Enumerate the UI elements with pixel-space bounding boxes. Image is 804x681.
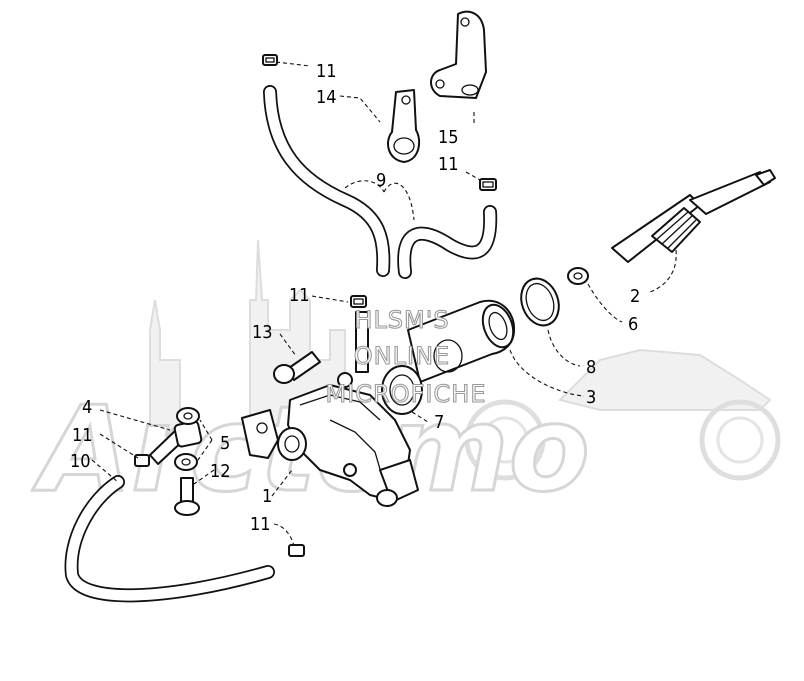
watermark-wheel-right [699,399,781,481]
watermark-wheel-left-inner [481,416,529,464]
callout-10: 10 [70,451,91,472]
callout-9: 9 [376,170,386,191]
washer-5-upper [176,407,200,425]
callout-11: 11 [72,425,93,446]
watermark-skyline [249,239,346,431]
watermark-wheel-right-inner [716,416,764,464]
watermark-line2: ONLINE [354,342,450,370]
watermark-overlay: HLSM'S ONLINE MICROFICHE [325,305,487,408]
callout-1: 1 [262,486,272,507]
hose-9-upper [263,85,391,277]
watermark-line3: MICROFICHE [326,380,487,408]
callout-13: 13 [252,322,273,343]
seal-7 [381,365,423,415]
banjo-bolt-4 [149,420,203,465]
callout-11: 11 [289,285,310,306]
callout-8: 8 [586,357,596,378]
callout-15: 15 [438,127,459,148]
leader-lines [91,61,677,547]
watermark-wheel-left [464,399,546,481]
washer-6 [567,267,589,285]
watermark-vehicle [558,348,772,411]
o-ring-8 [520,277,560,327]
clamp-11-top [262,54,278,66]
oil-pump-1 [241,311,419,507]
clamp-11-middle [350,295,367,308]
hose-9-lower [397,205,498,279]
screw-12 [174,477,200,516]
hose-10 [64,475,275,603]
clamp-11-left [134,454,150,467]
callout-labels: 11 14 15 11 9 11 13 2 6 8 3 7 4 11 5 10 … [70,61,640,535]
clamp-11-bottom [288,544,305,557]
watermark-line1: HLSM'S [354,306,449,334]
callout-3: 3 [586,387,596,408]
callout-5: 5 [220,433,230,454]
callout-7: 7 [434,412,444,433]
pump-housing-3 [407,299,516,383]
callout-12: 12 [210,461,231,482]
washer-5-lower [174,453,198,471]
callout-11: 11 [438,154,459,175]
callout-2: 2 [630,286,640,307]
screw-13 [273,351,321,384]
drive-shaft-2 [611,169,776,263]
callout-14: 14 [316,87,337,108]
callout-4: 4 [82,397,92,418]
bracket-15 [430,10,487,99]
callout-6: 6 [628,314,638,335]
clamp-11-right [479,178,497,191]
callout-11: 11 [316,61,337,82]
bracket-14 [387,89,421,163]
callout-11: 11 [250,514,271,535]
